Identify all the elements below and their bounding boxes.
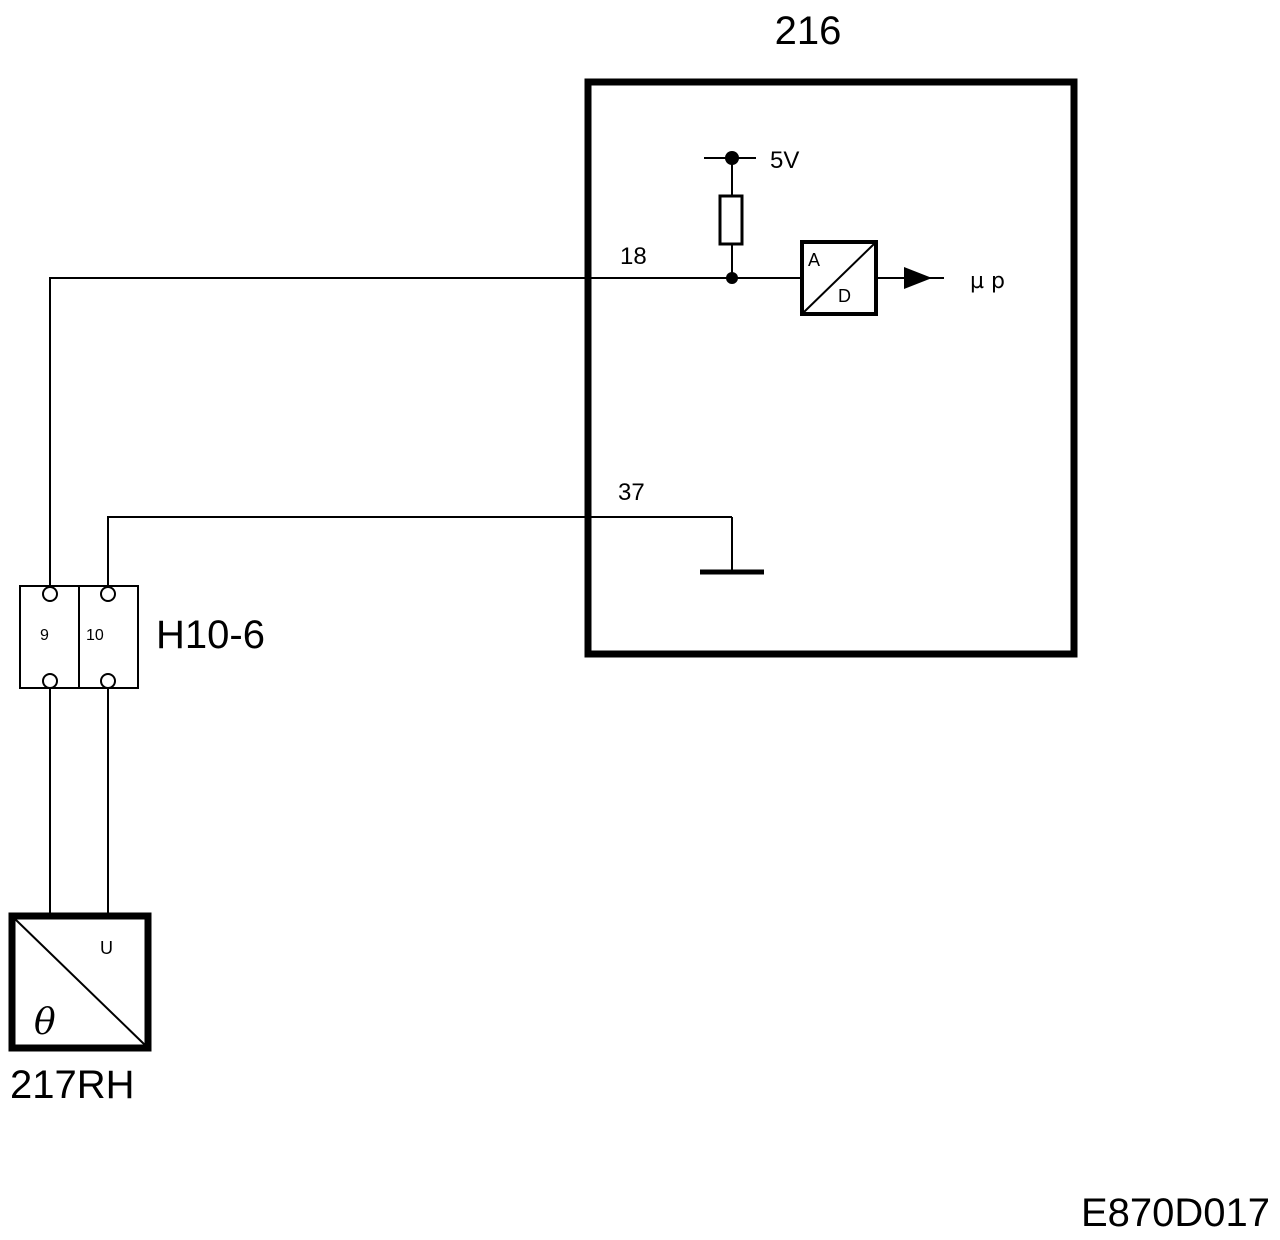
ground-wire <box>107 516 732 586</box>
ecu-216: 216 <box>584 9 1078 658</box>
connector-pin-10-bottom <box>100 673 116 689</box>
sensor-temperature-symbol: θ <box>34 1002 56 1043</box>
connector-pin-9-top <box>42 586 58 602</box>
connector-pin-9-bottom <box>42 673 58 689</box>
connector-label: H10-6 <box>156 613 265 657</box>
connector-pin-10-label: 10 <box>86 627 104 644</box>
pullup-resistor <box>718 194 744 246</box>
sensor-corner-label: U <box>100 938 113 958</box>
ecu-label: 216 <box>775 9 842 53</box>
converter-out-label: D <box>838 286 851 306</box>
connector-h10-6: 9 10 H10-6 <box>19 585 265 689</box>
supply-label: 5V <box>770 147 799 174</box>
converter-diagonal <box>803 243 875 313</box>
ecu-box <box>584 78 1078 658</box>
ad-converter: A D µ p <box>732 240 1005 316</box>
output-arrow-icon <box>904 267 932 289</box>
converter-in-label: A <box>808 250 820 270</box>
sensor-diagonal <box>14 918 146 1046</box>
connector-pin-9-label: 9 <box>40 627 49 644</box>
wiring <box>49 277 732 916</box>
output-label: µ p <box>970 269 1005 294</box>
pullup-circuit: 5V <box>704 147 799 284</box>
figure-code: E870D017 <box>1081 1191 1270 1235</box>
sensor-label: 217RH <box>10 1063 135 1107</box>
pin-37-label: 37 <box>618 479 645 506</box>
signal-wire <box>49 277 732 586</box>
ground-circuit <box>700 517 764 575</box>
connector-pin-10-top <box>100 586 116 602</box>
pin-18-label: 18 <box>620 243 647 270</box>
sensor-217rh: U θ 217RH <box>8 912 152 1107</box>
